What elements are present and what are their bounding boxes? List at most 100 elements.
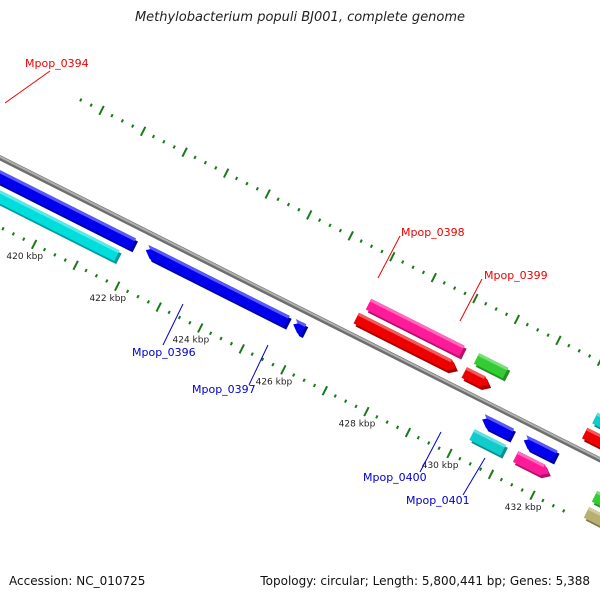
tick-label: 422 kbp [89, 294, 126, 304]
minor-tick [167, 310, 171, 315]
gene-feature[interactable] [0, 94, 138, 253]
minor-tick [416, 435, 420, 440]
minor-tick [401, 260, 405, 264]
minor-tick [494, 307, 498, 311]
minor-tick [453, 286, 457, 290]
major-tick [223, 168, 230, 179]
major-tick [446, 448, 453, 459]
gene-highlight [477, 353, 509, 371]
minor-tick [245, 181, 249, 186]
gene-highlight [295, 319, 307, 327]
minor-tick [338, 228, 343, 233]
gene-label[interactable]: Mpop_0399 [484, 269, 548, 282]
gene-label[interactable]: Mpop_0396 [132, 346, 196, 359]
minor-tick [562, 509, 566, 513]
gene-body[interactable] [469, 429, 506, 456]
gene-body[interactable] [461, 367, 490, 387]
minor-tick [499, 477, 504, 482]
minor-tick [427, 441, 431, 445]
gene-body[interactable] [523, 438, 558, 462]
gene-feature[interactable] [592, 412, 600, 459]
minor-tick [286, 202, 291, 207]
minor-tick [536, 328, 540, 332]
gene-feature[interactable] [469, 429, 508, 459]
gene-highlight [473, 429, 506, 448]
minor-tick [53, 252, 57, 257]
gene-label[interactable]: Mpop_0401 [406, 494, 470, 507]
gene-highlight [587, 506, 600, 516]
minor-tick [318, 218, 322, 223]
minor-tick [520, 488, 524, 492]
major-tick [472, 293, 479, 304]
gene-feature[interactable] [581, 427, 600, 466]
major-tick [404, 427, 412, 438]
minor-tick [209, 331, 213, 336]
gene-feature[interactable] [512, 451, 551, 479]
gene-body[interactable] [353, 312, 456, 371]
minor-tick [162, 139, 166, 144]
gene-body[interactable] [365, 298, 465, 357]
gene-body[interactable] [473, 353, 509, 379]
minor-tick [79, 98, 83, 102]
minor-tick [292, 373, 296, 377]
minor-tick [587, 354, 592, 358]
gene-highlight [484, 414, 514, 432]
gene-highlight [369, 298, 465, 349]
features-layer [0, 94, 600, 548]
gene-feature[interactable] [365, 298, 467, 360]
minor-tick [188, 320, 192, 325]
gene-feature[interactable] [473, 353, 511, 382]
minor-tick [89, 103, 93, 108]
gene-feature[interactable] [461, 367, 492, 390]
backbone-layer [0, 154, 600, 463]
minor-tick [219, 336, 223, 341]
genome-title: Methylobacterium populi BJ001, complete … [134, 10, 466, 25]
minor-tick [271, 362, 275, 367]
label-leader-line [4, 70, 51, 104]
minor-tick [541, 498, 545, 503]
gene-label[interactable]: Mpop_0397 [192, 383, 256, 396]
gene-feature[interactable] [353, 312, 458, 374]
minor-tick [344, 399, 348, 404]
minor-tick [421, 270, 426, 275]
minor-tick [525, 322, 529, 327]
minor-tick [504, 312, 509, 317]
minor-tick [577, 348, 581, 353]
label-leader-line [459, 278, 483, 322]
minor-tick [250, 352, 254, 357]
gene-body[interactable] [512, 451, 549, 476]
gene-label[interactable]: Mpop_0394 [25, 57, 89, 70]
minor-tick [484, 301, 488, 306]
major-tick [389, 251, 396, 262]
minor-tick [312, 383, 317, 388]
gene-body[interactable] [482, 417, 514, 440]
gene-feature[interactable] [145, 244, 292, 330]
major-tick [114, 281, 121, 292]
gene-feature[interactable] [523, 435, 560, 465]
gene-highlight [596, 412, 600, 418]
major-tick [197, 323, 204, 333]
label-leader-line [377, 235, 401, 279]
minor-tick [458, 456, 462, 461]
gene-feature[interactable] [583, 506, 600, 548]
minor-tick [1, 226, 5, 231]
gene-feature[interactable] [0, 110, 122, 265]
gene-body[interactable] [592, 412, 600, 456]
gene-label[interactable]: Mpop_0400 [363, 471, 427, 484]
gene-body[interactable] [145, 248, 290, 327]
accession-text: Accession: NC_010725 [9, 574, 146, 588]
major-tick [181, 147, 188, 158]
minor-tick [375, 414, 379, 419]
minor-tick [510, 482, 514, 487]
minor-tick [551, 503, 555, 508]
minor-tick [297, 207, 301, 212]
minor-tick [214, 166, 218, 170]
gene-feature[interactable] [293, 319, 309, 338]
gene-feature[interactable] [591, 490, 600, 532]
gene-feature[interactable] [482, 414, 516, 443]
minor-tick [193, 155, 197, 160]
minor-tick [22, 237, 26, 242]
gene-label[interactable]: Mpop_0398 [401, 226, 465, 239]
